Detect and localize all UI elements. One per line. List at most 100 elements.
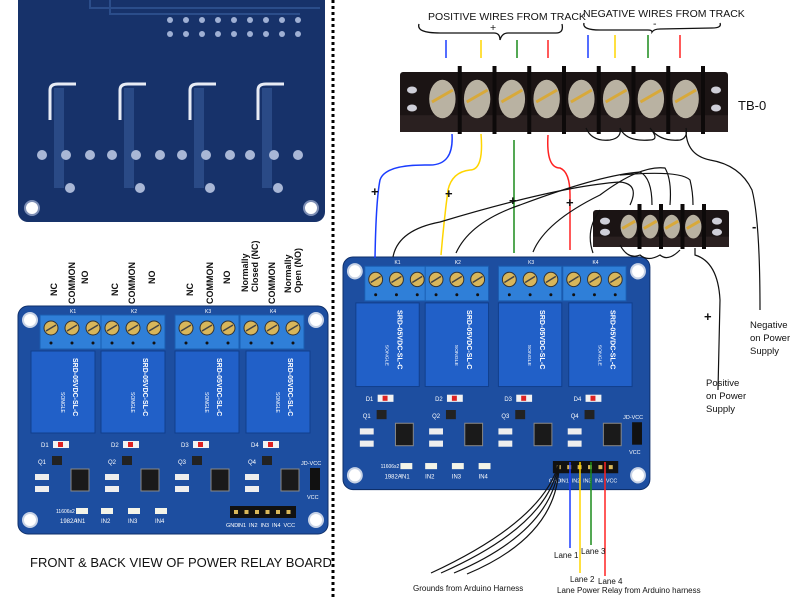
- relay: [30, 350, 96, 434]
- plus-sign-lane4: +: [566, 195, 574, 210]
- diode-label: D2: [435, 397, 443, 403]
- header-pin-label: IN3: [583, 478, 591, 484]
- trace: [124, 88, 134, 188]
- header-pin: [234, 510, 238, 514]
- diode-label: D3: [181, 443, 189, 449]
- resistor: [359, 428, 374, 435]
- input-led: [451, 463, 464, 470]
- relay-board-front-view: SRD-05VDC-SL-CSONGLEK1D1Q1IN1SRD-05VDC-S…: [17, 305, 329, 535]
- mounting-hole: [630, 263, 646, 280]
- diode-label: D4: [251, 443, 259, 449]
- header-pin: [244, 510, 249, 514]
- resistor: [429, 440, 443, 447]
- wire-hole: [110, 341, 114, 345]
- trace: [54, 88, 64, 188]
- label-no-4-line1: Normally: [283, 254, 293, 293]
- header-pin: [276, 510, 280, 514]
- diode-band: [268, 442, 273, 447]
- wire-hole: [70, 341, 74, 345]
- mounting-hole: [346, 263, 363, 280]
- resistor: [105, 474, 119, 480]
- svg-text:Negative: Negative: [750, 320, 788, 331]
- grounds-label: Grounds from Arduino Harness: [413, 584, 523, 593]
- screw-slot: [127, 324, 139, 332]
- relay-id: K3: [528, 260, 534, 266]
- label-no-4-line2: Open (NO): [293, 248, 303, 293]
- pad: [247, 17, 253, 23]
- lug: [674, 88, 697, 104]
- relay-id: K2: [131, 309, 137, 315]
- solder-pad: [65, 183, 75, 193]
- label-nc-4-line1: Normally: [240, 253, 250, 292]
- relay-brand: SONGLE: [274, 392, 280, 414]
- label-nc-3: NC: [185, 283, 195, 296]
- header-pin: [255, 510, 259, 514]
- positive-wires-label: POSITIVE WIRES FROM TRACK: [428, 11, 586, 23]
- transistor-label: Q4: [571, 414, 580, 420]
- solder-pad: [273, 183, 283, 193]
- screw-slot: [609, 275, 621, 284]
- lane3-label: Lane 3: [581, 547, 606, 556]
- screw-slot: [148, 324, 160, 332]
- wire-hole: [476, 293, 480, 297]
- pad: [295, 31, 301, 37]
- resistor: [567, 428, 582, 435]
- lug: [465, 88, 489, 104]
- pad: [231, 17, 237, 23]
- relay-id: K2: [455, 260, 461, 266]
- relay-brand: SONGLE: [526, 345, 532, 367]
- input-label: IN3: [128, 519, 138, 525]
- plus-sign-lane2: +: [445, 186, 453, 201]
- mount-hole: [600, 217, 610, 225]
- transistor-label: Q3: [178, 460, 187, 466]
- relay-model: SRD-05VDC-SL-C: [538, 310, 545, 369]
- svg-text:Positive: Positive: [706, 378, 739, 389]
- solder-pad: [37, 150, 47, 160]
- pad: [183, 17, 189, 23]
- relay: [568, 302, 633, 388]
- pin-header: [230, 506, 296, 518]
- wire-hole: [394, 293, 398, 297]
- header-pin: [598, 465, 603, 470]
- diode-band: [198, 442, 203, 447]
- solder-pad: [155, 150, 165, 160]
- transistor: [376, 410, 387, 420]
- pin-header: [552, 461, 619, 474]
- wires: [374, 127, 761, 576]
- diode-band: [58, 442, 63, 447]
- solder-pad: [269, 150, 279, 160]
- input-label: IN4: [479, 474, 489, 480]
- optocoupler: [70, 468, 90, 492]
- lug: [500, 88, 524, 104]
- relay-id: K4: [592, 260, 598, 266]
- label-nc-2: NC: [110, 283, 120, 296]
- screw-slot: [45, 324, 57, 332]
- trace: [194, 88, 204, 188]
- lug: [664, 219, 679, 230]
- transistor: [262, 456, 272, 465]
- mount-hole: [600, 228, 610, 236]
- screw: [637, 79, 665, 119]
- pad: [295, 17, 301, 23]
- lane1-label: Lane 1: [554, 551, 579, 560]
- pad: [215, 31, 221, 37]
- screw-slot: [451, 275, 463, 284]
- trace: [262, 88, 272, 188]
- relay-model: SRD-05VDC-SL-C: [71, 358, 78, 416]
- wire-hole: [131, 341, 135, 345]
- resistor: [498, 440, 513, 447]
- lug: [643, 219, 658, 230]
- plus-sign-lane1: +: [371, 184, 379, 199]
- jumper-label: VCC: [307, 495, 319, 501]
- mounting-hole: [308, 312, 324, 328]
- resistor: [175, 486, 189, 492]
- resistor: [245, 474, 259, 480]
- mount-hole: [712, 228, 722, 236]
- wire-hole: [528, 293, 532, 297]
- terminal-block-tb0: [400, 66, 728, 134]
- input-led: [76, 508, 88, 514]
- wire-positive-jumpers: [619, 244, 681, 260]
- track-wire-ticks: [445, 35, 681, 58]
- lug: [686, 219, 701, 230]
